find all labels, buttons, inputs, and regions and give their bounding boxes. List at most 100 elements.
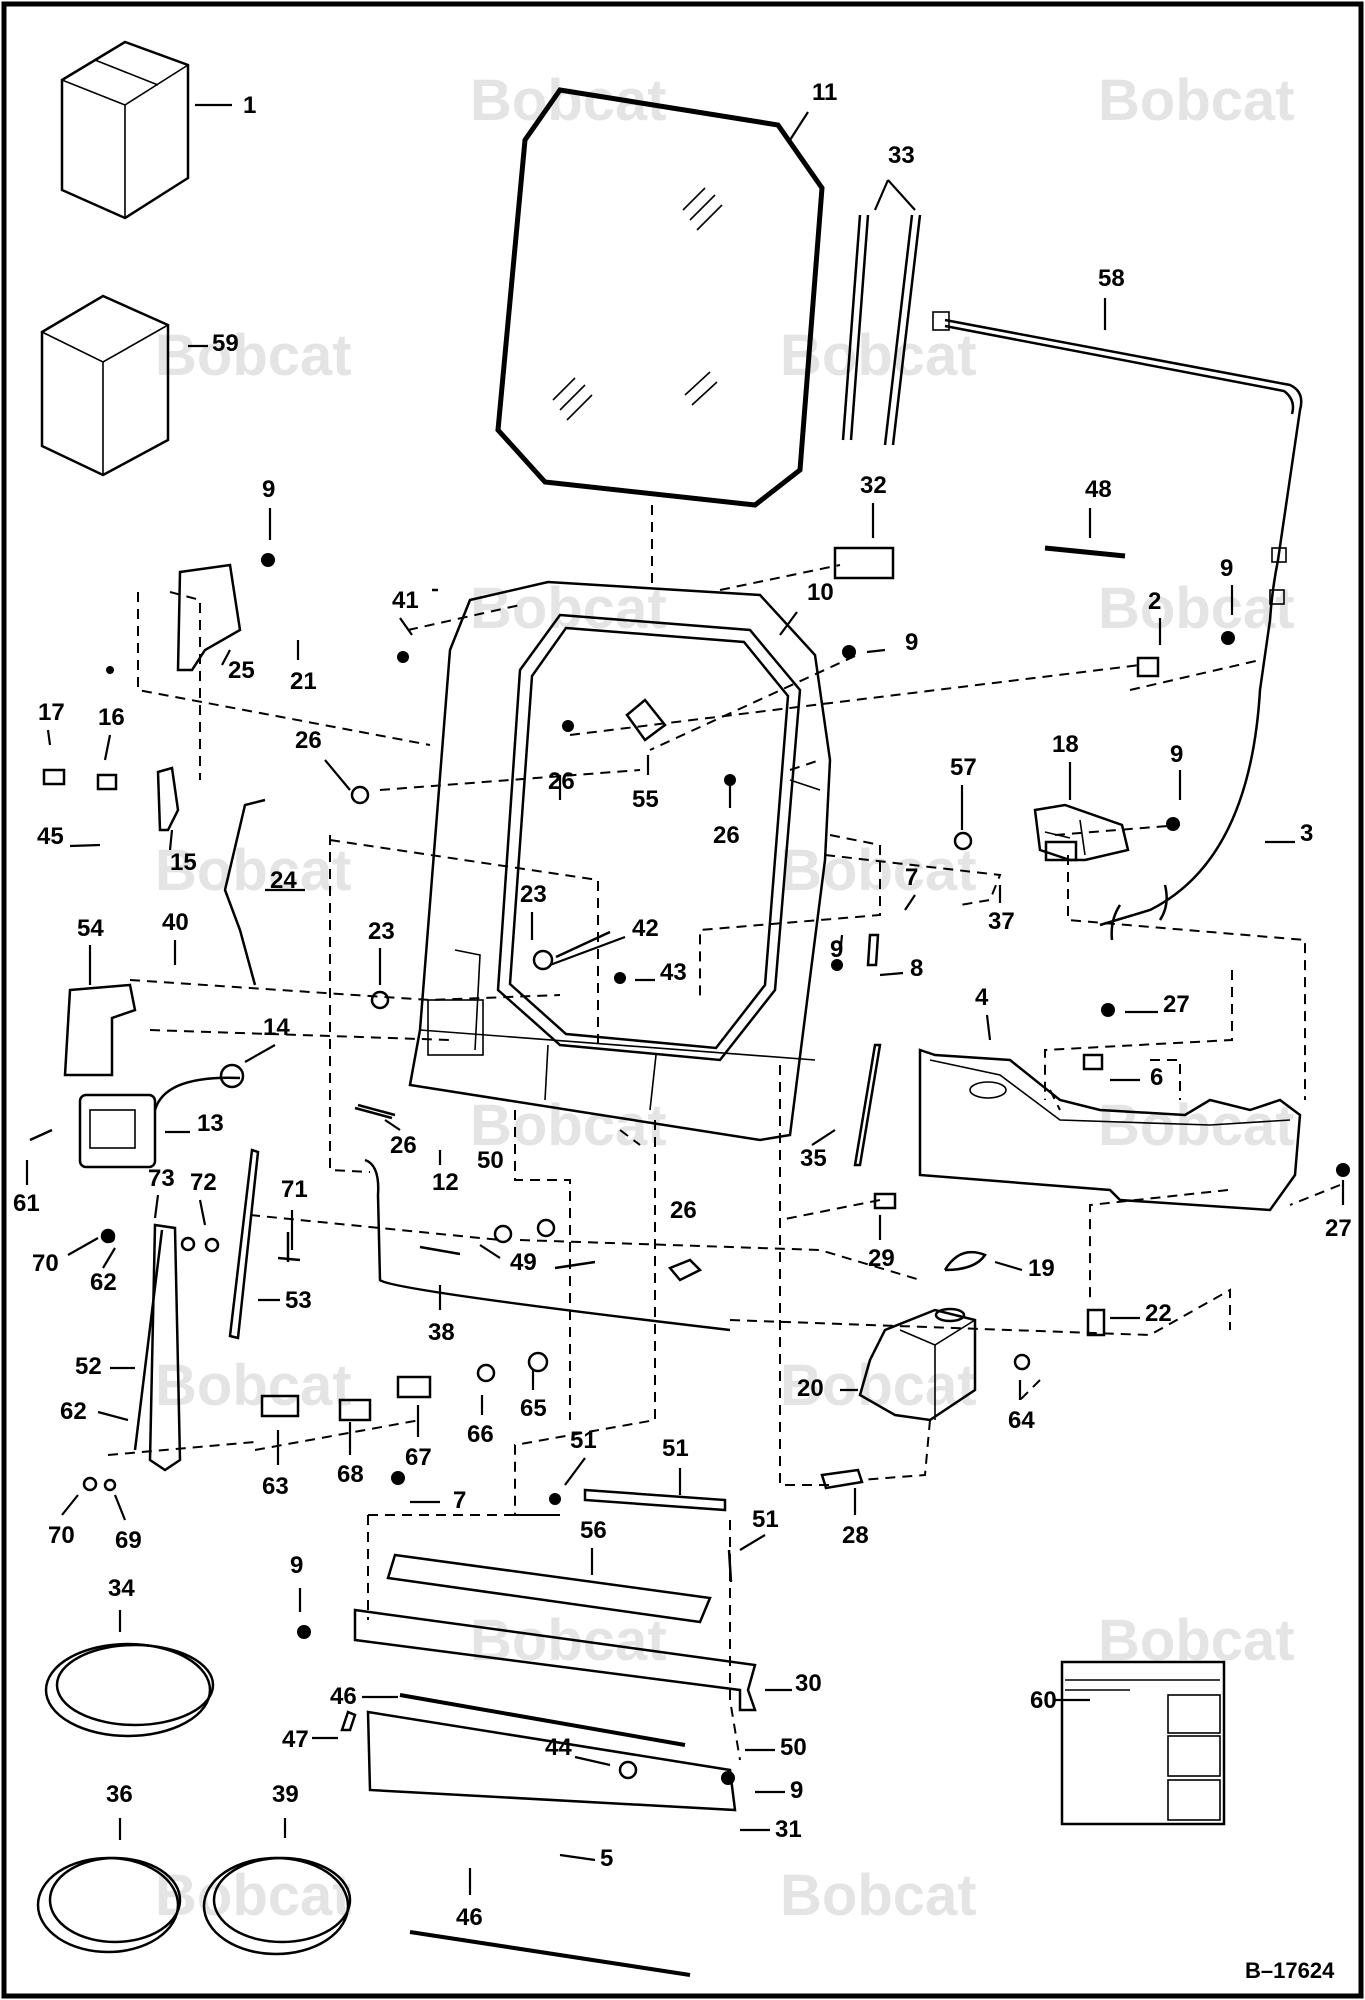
callout-26: 26 bbox=[713, 822, 740, 849]
leader-line bbox=[168, 829, 174, 851]
callout-38: 38 bbox=[428, 1319, 455, 1346]
fastener-icons bbox=[102, 553, 1350, 1785]
small-parts-icons bbox=[29, 588, 1106, 1732]
watermark-text: Bobcat bbox=[155, 1353, 352, 1418]
leader-line bbox=[549, 935, 626, 967]
leader-line bbox=[985, 1014, 992, 1041]
callout-16: 16 bbox=[98, 704, 125, 731]
callout-54: 54 bbox=[77, 915, 104, 942]
wiper-arm-icon bbox=[133, 1223, 182, 1472]
leader-line bbox=[879, 971, 904, 977]
callout-31: 31 bbox=[775, 1816, 802, 1843]
callout-57: 57 bbox=[950, 754, 977, 781]
callout-60: 60 bbox=[1030, 1687, 1057, 1714]
callout-5: 5 bbox=[600, 1845, 613, 1872]
leader-line bbox=[887, 179, 916, 211]
callout-67: 67 bbox=[405, 1444, 432, 1471]
callout-42: 42 bbox=[632, 915, 659, 942]
leader-line bbox=[873, 179, 890, 211]
callout-28: 28 bbox=[842, 1522, 869, 1549]
callout-2: 2 bbox=[1148, 588, 1161, 615]
callout-10: 10 bbox=[807, 579, 834, 606]
kit-box-icon bbox=[40, 294, 170, 477]
callout-29: 29 bbox=[868, 1245, 895, 1272]
callout-35: 35 bbox=[800, 1145, 827, 1172]
drawing-number: B–17624 bbox=[1245, 1958, 1335, 1983]
callout-25: 25 bbox=[228, 657, 255, 684]
leader-line bbox=[559, 1853, 596, 1862]
watermark-text: Bobcat bbox=[780, 1353, 977, 1418]
callout-15: 15 bbox=[170, 849, 197, 876]
rod-icon bbox=[399, 1693, 691, 1977]
callout-65: 65 bbox=[520, 1395, 547, 1422]
watermark-text: Bobcat bbox=[1098, 576, 1295, 641]
callout-70: 70 bbox=[32, 1250, 59, 1277]
leader-line bbox=[102, 1247, 116, 1269]
callout-4: 4 bbox=[975, 984, 989, 1011]
callout-69: 69 bbox=[115, 1527, 142, 1554]
cross-panel-icon bbox=[918, 1048, 1302, 1212]
leader-line bbox=[564, 1457, 586, 1486]
leader-line bbox=[103, 734, 112, 761]
callout-9: 9 bbox=[1170, 741, 1183, 768]
callout-26: 26 bbox=[390, 1132, 417, 1159]
callout-50: 50 bbox=[477, 1147, 504, 1174]
callout-72: 72 bbox=[190, 1169, 217, 1196]
callout-9: 9 bbox=[262, 476, 275, 503]
cover-panel-icon bbox=[366, 1710, 737, 1812]
door-latch-icon bbox=[78, 1076, 241, 1169]
callout-55: 55 bbox=[632, 786, 659, 813]
callout-48: 48 bbox=[1085, 476, 1112, 503]
assembly-lines bbox=[107, 505, 1341, 1761]
callout-52: 52 bbox=[75, 1353, 102, 1380]
callout-26: 26 bbox=[295, 727, 322, 754]
leader-line bbox=[67, 1237, 99, 1256]
leader-line bbox=[69, 843, 101, 848]
callout-63: 63 bbox=[262, 1473, 289, 1500]
callout-56: 56 bbox=[580, 1517, 607, 1544]
callout-6: 6 bbox=[1150, 1064, 1163, 1091]
decal-icon bbox=[833, 546, 895, 580]
callout-49: 49 bbox=[510, 1249, 537, 1276]
leader-line bbox=[399, 617, 413, 636]
callout-46: 46 bbox=[456, 1904, 483, 1931]
callout-73: 73 bbox=[148, 1165, 175, 1192]
callout-26: 26 bbox=[670, 1197, 697, 1224]
callout-68: 68 bbox=[337, 1461, 364, 1488]
callout-37: 37 bbox=[988, 908, 1015, 935]
latch-rod-icon bbox=[223, 798, 266, 986]
callout-66: 66 bbox=[467, 1421, 494, 1448]
callout-11: 11 bbox=[812, 79, 837, 106]
callout-41: 41 bbox=[392, 587, 419, 614]
callout-39: 39 bbox=[272, 1781, 299, 1808]
callout-8: 8 bbox=[910, 955, 923, 982]
callout-62: 62 bbox=[90, 1269, 117, 1296]
wear-strip-icon bbox=[386, 1553, 712, 1624]
callout-51: 51 bbox=[570, 1427, 597, 1454]
hose-coil-icon bbox=[36, 1856, 182, 1954]
leader-line bbox=[324, 759, 351, 791]
window-glass-icon bbox=[495, 87, 825, 508]
callout-13: 13 bbox=[197, 1110, 224, 1137]
leader-line bbox=[479, 1244, 501, 1259]
decal-sheet-icon bbox=[1060, 1660, 1226, 1826]
wiring-harness-icon bbox=[932, 311, 1303, 941]
leader-line bbox=[244, 1044, 276, 1063]
callout-14: 14 bbox=[263, 1014, 290, 1041]
callout-23: 23 bbox=[520, 881, 547, 908]
hose-coil-icon bbox=[202, 1856, 352, 1956]
callout-40: 40 bbox=[162, 909, 189, 936]
callout-19: 19 bbox=[1028, 1255, 1055, 1282]
callout-43: 43 bbox=[660, 959, 687, 986]
callout-46: 46 bbox=[330, 1683, 357, 1710]
leader-line bbox=[46, 729, 52, 746]
washer-tube-icon bbox=[364, 1158, 731, 1332]
wiper-blade-icon bbox=[228, 1148, 260, 1340]
kit-box-icon bbox=[60, 40, 190, 220]
washer-icons bbox=[82, 785, 1031, 1780]
callout-70: 70 bbox=[48, 1522, 75, 1549]
leader-line bbox=[866, 648, 886, 654]
callout-71: 71 bbox=[281, 1176, 308, 1203]
